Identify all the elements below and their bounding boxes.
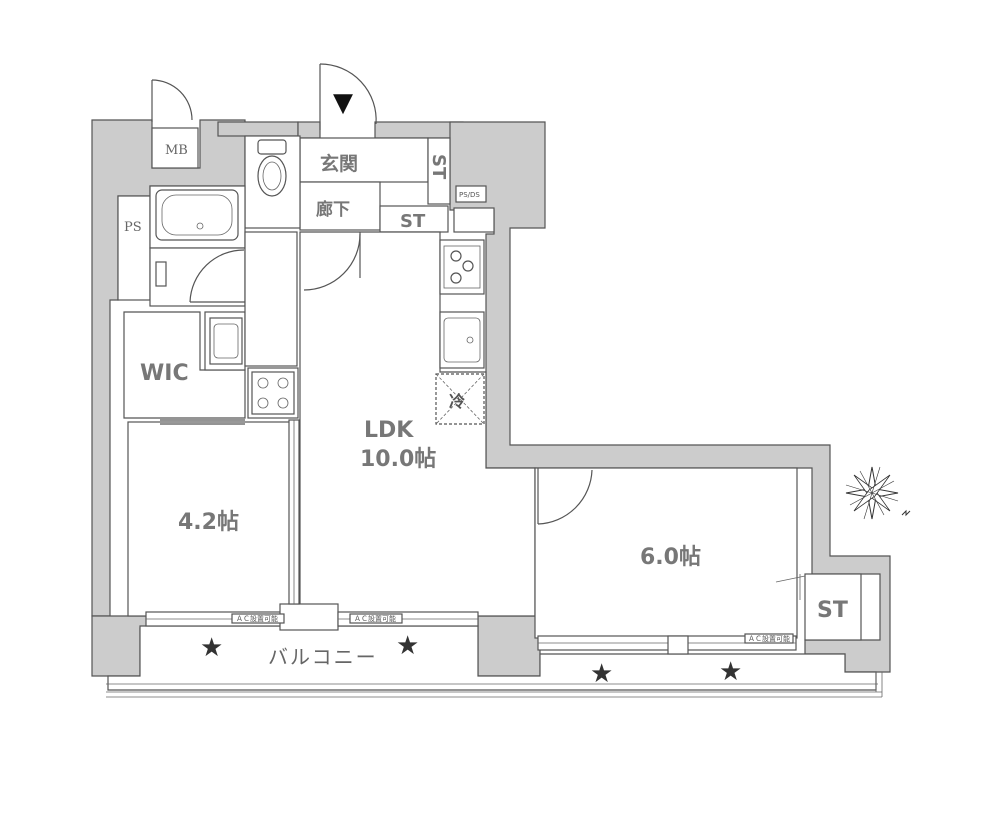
- st-hall-label: ST: [400, 211, 426, 232]
- st-entrance-label: ST: [428, 154, 449, 180]
- entrance-arrow-icon: ▼: [333, 88, 353, 118]
- room-labels: 玄関 廊下 ST ST MB PS PS/DS WIC LDK 10.0帖 4.…: [124, 143, 848, 669]
- ac-label-right: ＡＣ設置可能: [748, 634, 790, 643]
- star-icon: ★: [590, 659, 613, 689]
- compass-icon: [845, 466, 911, 520]
- doors: [151, 63, 806, 600]
- room-left-size-label: 4.2帖: [178, 510, 239, 535]
- ps-left-label: PS: [124, 220, 142, 235]
- room-right-size-label: 6.0帖: [640, 545, 701, 570]
- star-markers: ★ ★ ★ ★: [200, 631, 742, 689]
- st-room-label: ST: [817, 598, 848, 623]
- ldk-size-label: 10.0帖: [360, 447, 436, 472]
- star-icon: ★: [396, 631, 419, 661]
- fixtures: 冷: [155, 139, 485, 425]
- mb-label: MB: [165, 143, 188, 158]
- refrigerator-label: 冷: [449, 392, 465, 411]
- hallway-label: 廊下: [316, 199, 350, 220]
- wic-label: WIC: [140, 361, 189, 386]
- ps-ds-label: PS/DS: [459, 191, 480, 199]
- star-icon: ★: [719, 657, 742, 687]
- balcony-label: バルコニー: [268, 645, 378, 669]
- outer-walls: [91, 119, 891, 677]
- windows: ＡＣ設置可能 ＡＣ設置可能 ＡＣ設置可能: [145, 419, 797, 655]
- ac-label-left: ＡＣ設置可能: [236, 614, 278, 623]
- entrance-label: 玄関: [320, 152, 358, 175]
- ac-label-middle: ＡＣ設置可能: [354, 614, 396, 623]
- balcony-rail: [106, 672, 883, 698]
- star-icon: ★: [200, 633, 223, 663]
- ldk-name-label: LDK: [364, 418, 414, 443]
